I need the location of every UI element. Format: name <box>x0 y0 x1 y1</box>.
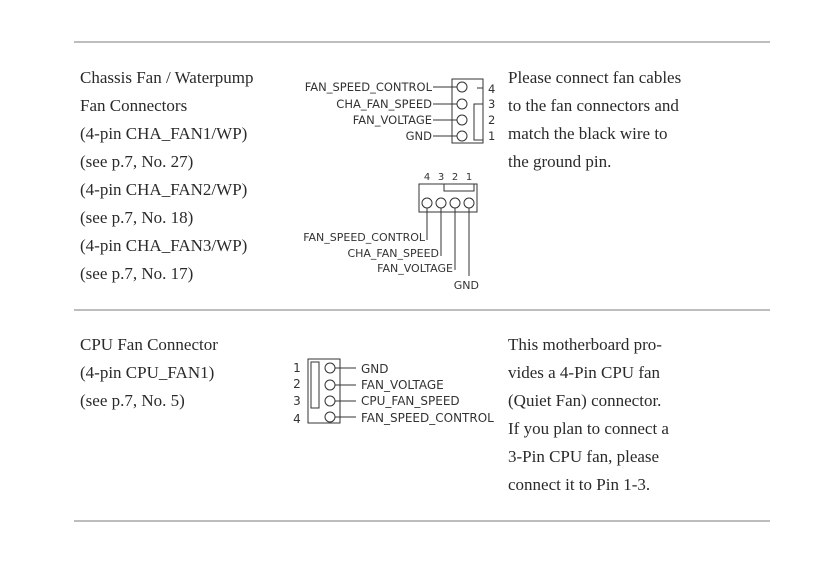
pin-circle <box>456 98 468 110</box>
pin-circle <box>324 411 336 423</box>
pin-circle <box>324 395 336 407</box>
pin-label: CHA_FAN_SPEED <box>347 247 439 260</box>
cpu-desc-line: vides a 4-Pin CPU fan <box>508 363 661 382</box>
pin-label: GND <box>361 362 389 376</box>
pin-number: 1 <box>293 361 301 375</box>
pin-number: 1 <box>488 129 495 143</box>
pin-label: CHA_FAN_SPEED <box>336 97 432 111</box>
cpu-desc-line: This motherboard pro- <box>508 335 662 354</box>
pin-circle <box>456 130 468 142</box>
pin-circle <box>449 197 461 209</box>
cpu-desc-line: connect it to Pin 1-3. <box>508 475 651 494</box>
pin-label: FAN_SPEED_CONTROL <box>303 231 426 244</box>
pin-number: 4 <box>424 172 430 183</box>
chassis-vertical-connector-diagram: FAN_SPEED_CONTROL CHA_FAN_SPEED FAN_VOLT… <box>305 78 495 144</box>
cpu-title-line: (4-pin CPU_FAN1) <box>80 363 215 382</box>
chassis-title-line: (4-pin CHA_FAN1/WP) <box>80 124 248 143</box>
chassis-title-line: (see p.7, No. 17) <box>80 264 194 283</box>
cpu-desc-line: 3-Pin CPU fan, please <box>508 447 660 466</box>
pin-circle <box>324 362 336 374</box>
pin-circle <box>456 81 468 93</box>
pin-label: GND <box>454 279 479 292</box>
pin-number: 2 <box>293 377 301 391</box>
top-divider <box>74 41 770 43</box>
chassis-desc-line: Please connect fan cables <box>508 68 682 87</box>
pin-number: 3 <box>438 172 444 183</box>
connector-key <box>443 183 475 192</box>
chassis-title-line: Fan Connectors <box>80 96 188 115</box>
chassis-title-line: (see p.7, No. 18) <box>80 208 194 227</box>
pin-circle <box>421 197 433 209</box>
pin-number: 3 <box>293 394 301 408</box>
pin-label: CPU_FAN_SPEED <box>361 394 460 408</box>
cpu-connector-diagram: 1 2 3 4 GND FAN_VOLTAGE CPU_FAN_SPEED FA… <box>293 358 494 426</box>
pin-label: GND <box>406 129 433 143</box>
chassis-fan-description: Please connect fan cables to the fan con… <box>508 64 681 176</box>
pin-circle <box>456 114 468 126</box>
bottom-divider <box>74 520 770 522</box>
connector-housing <box>307 358 341 424</box>
cpu-fan-title: CPU Fan Connector (4-pin CPU_FAN1) (see … <box>80 331 218 415</box>
pin-number: 4 <box>488 82 495 96</box>
middle-divider <box>74 309 770 311</box>
pin-number: 4 <box>293 412 301 426</box>
chassis-fan-title: Chassis Fan / Waterpump Fan Connectors (… <box>80 64 254 288</box>
cpu-title-line: CPU Fan Connector <box>80 335 218 354</box>
pin-number: 3 <box>488 97 495 111</box>
pin-label: FAN_SPEED_CONTROL <box>305 80 433 94</box>
chassis-desc-line: to the fan connectors and <box>508 96 679 115</box>
connector-housing <box>451 78 484 144</box>
chassis-title-line: (see p.7, No. 27) <box>80 152 194 171</box>
pin-label: FAN_VOLTAGE <box>361 378 444 392</box>
pin-circle <box>324 379 336 391</box>
cpu-title-line: (see p.7, No. 5) <box>80 391 185 410</box>
connector-key <box>473 103 484 141</box>
connector-key <box>310 361 320 409</box>
chassis-title-line: Chassis Fan / Waterpump <box>80 68 254 87</box>
cpu-desc-line: (Quiet Fan) connector. <box>508 391 662 410</box>
chassis-title-line: (4-pin CHA_FAN3/WP) <box>80 236 248 255</box>
chassis-horizontal-connector-diagram: 4 3 2 1 FAN_SPEED_CONTROL CHA_FAN_SPEED … <box>303 172 479 292</box>
pin-circle <box>435 197 447 209</box>
pin-label: FAN_VOLTAGE <box>377 262 453 275</box>
pin-number: 2 <box>488 113 495 127</box>
chassis-title-line: (4-pin CHA_FAN2/WP) <box>80 180 248 199</box>
pin-circle <box>463 197 475 209</box>
chassis-desc-line: the ground pin. <box>508 152 612 171</box>
chassis-desc-line: match the black wire to <box>508 124 668 143</box>
pin-number: 2 <box>452 172 458 183</box>
pin-number: 1 <box>466 172 472 183</box>
pin-label: FAN_SPEED_CONTROL <box>361 411 494 425</box>
pin-label: FAN_VOLTAGE <box>353 113 432 127</box>
cpu-desc-line: If you plan to connect a <box>508 419 669 438</box>
cpu-fan-description: This motherboard pro- vides a 4-Pin CPU … <box>508 331 669 499</box>
